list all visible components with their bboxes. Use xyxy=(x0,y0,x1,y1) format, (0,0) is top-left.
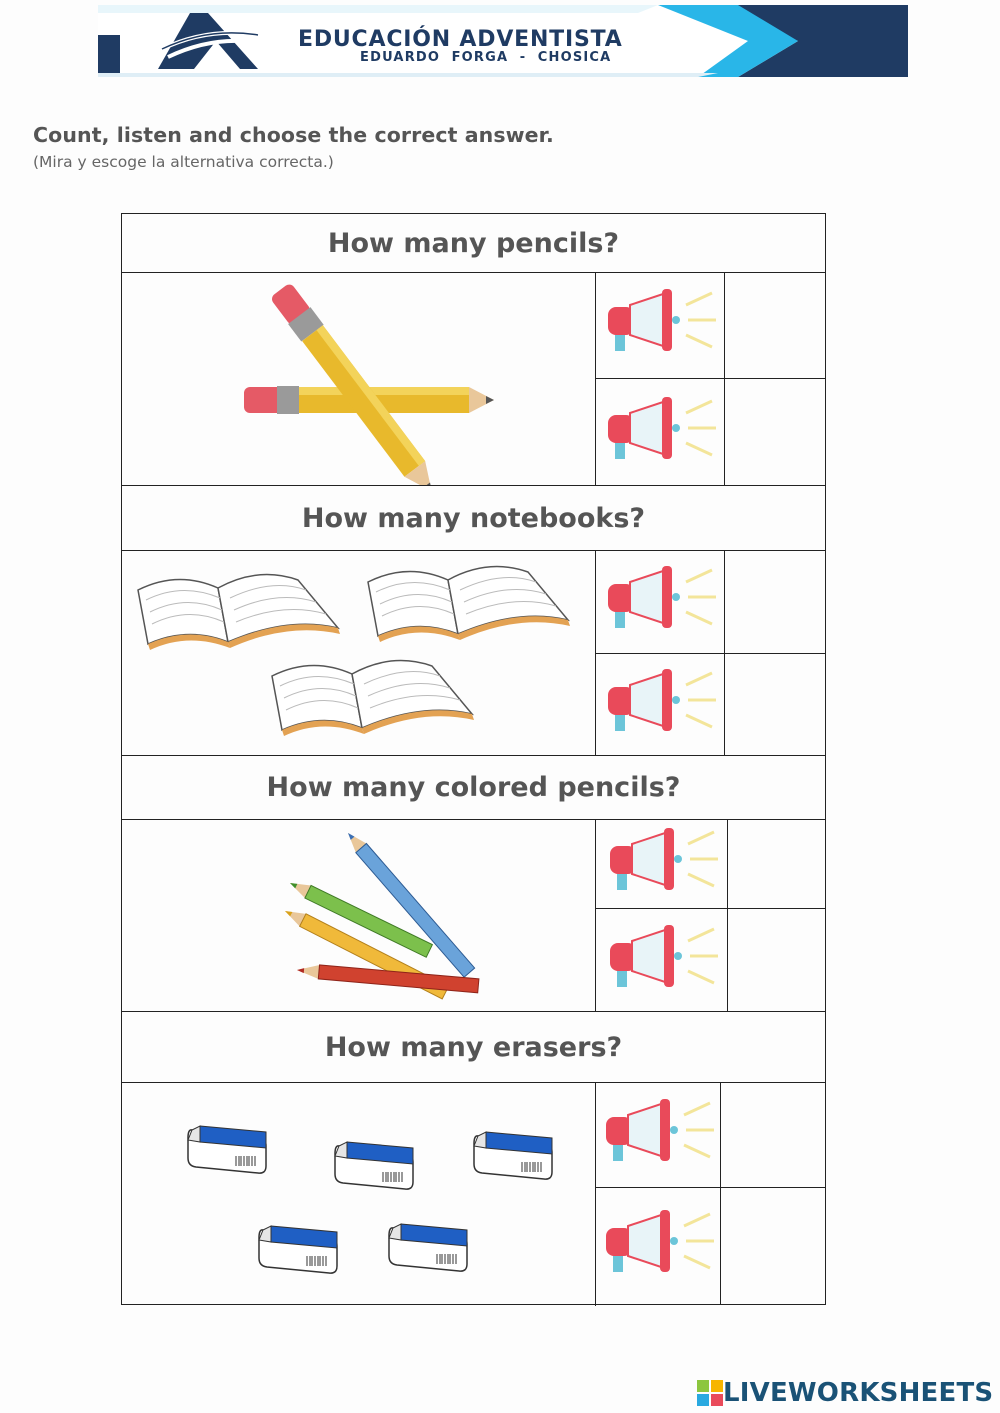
answer-box[interactable] xyxy=(728,819,825,908)
answer-box[interactable] xyxy=(725,379,825,486)
question-notebooks: How many notebooks? xyxy=(122,486,825,756)
speaker-button[interactable] xyxy=(596,819,728,908)
question-pencils: How many pencils? xyxy=(122,214,825,486)
eraser-3 xyxy=(473,1131,553,1180)
answer-box[interactable] xyxy=(725,654,825,756)
speaker-icon xyxy=(609,827,718,890)
eraser-4 xyxy=(258,1225,338,1274)
notebooks-image xyxy=(122,550,596,756)
green-pencil xyxy=(290,883,434,958)
speaker-icon xyxy=(608,669,716,731)
question-title: How many erasers? xyxy=(122,1012,825,1083)
notebook-2 xyxy=(367,565,571,643)
answer-option-2 xyxy=(596,654,825,756)
answer-option-1 xyxy=(596,272,825,379)
school-banner: EDUCACIÓN ADVENTISTA EDUARDO FORGA - CHO… xyxy=(98,5,908,77)
question-erasers: How many erasers? xyxy=(122,1012,825,1306)
eraser-5 xyxy=(388,1223,468,1272)
speaker-icon xyxy=(609,924,718,987)
speaker-icon xyxy=(608,396,716,459)
instructions-subtitle: (Mira y escoge la alternativa correcta.) xyxy=(33,153,334,171)
speaker-button[interactable] xyxy=(596,909,728,1012)
speaker-button[interactable] xyxy=(596,379,725,486)
worksheet-table: How many pencils? xyxy=(121,213,826,1306)
pencils-image xyxy=(122,272,596,486)
answer-option-2 xyxy=(596,379,825,486)
answer-box[interactable] xyxy=(721,1188,825,1304)
liveworksheets-icon xyxy=(697,1380,723,1406)
liveworksheets-logo: LIVEWORKSHEETS xyxy=(697,1378,993,1408)
notebook-1 xyxy=(137,573,341,651)
instructions-title: Count, listen and choose the correct ans… xyxy=(33,123,554,147)
school-subtitle: EDUARDO FORGA - CHOSICA xyxy=(360,50,612,65)
speaker-button[interactable] xyxy=(596,1082,721,1187)
school-title: EDUCACIÓN ADVENTISTA xyxy=(298,27,623,52)
answer-box[interactable] xyxy=(721,1082,825,1187)
school-logo-icon xyxy=(158,13,261,69)
instructions: Count, listen and choose the correct ans… xyxy=(33,123,554,171)
speaker-button[interactable] xyxy=(596,272,725,378)
speaker-icon xyxy=(606,1210,714,1272)
answer-option-2 xyxy=(596,909,825,1012)
answer-option-1 xyxy=(596,550,825,654)
answer-option-2 xyxy=(596,1188,825,1304)
colored-pencils-image xyxy=(122,819,596,1012)
question-title: How many pencils? xyxy=(122,214,825,273)
answer-box[interactable] xyxy=(725,272,825,378)
answer-option-1 xyxy=(596,1082,825,1188)
pencil-diagonal xyxy=(272,284,432,486)
pencil-horizontal xyxy=(244,386,494,414)
erasers-image xyxy=(122,1082,596,1306)
speaker-button[interactable] xyxy=(596,1188,721,1304)
eraser-2 xyxy=(334,1141,414,1190)
answer-box[interactable] xyxy=(728,909,825,1012)
speaker-button[interactable] xyxy=(596,550,725,653)
speaker-icon xyxy=(608,289,716,351)
notebook-3 xyxy=(271,659,475,737)
speaker-icon xyxy=(608,565,716,628)
answer-box[interactable] xyxy=(725,550,825,653)
question-colored-pencils: How many colored pencils? xyxy=(122,756,825,1012)
answer-option-1 xyxy=(596,819,825,909)
speaker-icon xyxy=(606,1098,714,1161)
speaker-button[interactable] xyxy=(596,654,725,756)
question-title: How many colored pencils? xyxy=(122,756,825,820)
eraser-1 xyxy=(187,1125,267,1174)
liveworksheets-brand: LIVEWORKSHEETS xyxy=(723,1378,994,1408)
blue-pencil xyxy=(348,833,476,978)
question-title: How many notebooks? xyxy=(122,486,825,551)
red-pencil xyxy=(297,964,480,994)
